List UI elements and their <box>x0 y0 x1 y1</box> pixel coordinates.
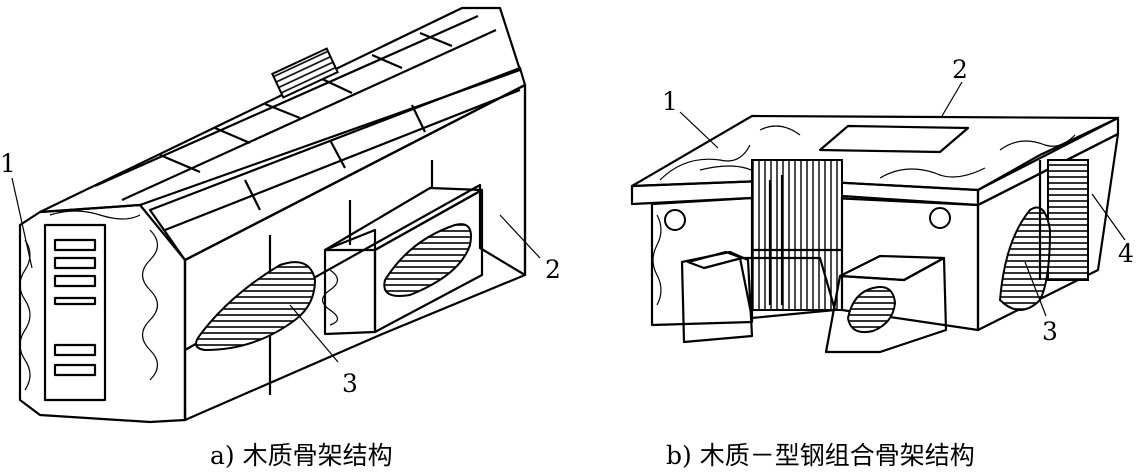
callout-b-3: 3 <box>1042 317 1058 346</box>
figure-a-top-vent <box>270 47 340 99</box>
callout-a-1: 1 <box>0 149 16 178</box>
figure-b-leaders <box>679 81 1126 317</box>
figure-b-core-rails <box>752 175 842 305</box>
figure-b-right-cutaway <box>998 206 1052 311</box>
figure-a-end-section <box>43 223 107 402</box>
figure-a-top-panels <box>94 14 497 202</box>
figure-a-slant-band <box>148 66 527 262</box>
figure-a-cutaway <box>195 261 317 352</box>
callout-a-2: 2 <box>545 255 561 284</box>
figure-b-right-duct-front <box>824 256 948 354</box>
figure-a-end-tubes <box>53 238 97 377</box>
figure-a-duct-hatch <box>383 223 472 297</box>
figure-a-band-lines <box>164 88 521 395</box>
caption-figure-a: a) 木质骨架结构 <box>210 441 393 470</box>
callout-a-3: 3 <box>342 369 358 398</box>
figure-b-composite-frame: 1 2 3 4 <box>630 55 1134 354</box>
figure-b-top-window <box>818 124 970 154</box>
figure-b-duct-hatch <box>846 286 897 334</box>
figure-a-wood-grain <box>19 210 159 391</box>
figure-a-duct-front <box>373 188 484 334</box>
figure-b-right-bolt <box>929 207 951 229</box>
figure-b-left-bolt <box>664 209 686 231</box>
callout-b-1: 1 <box>662 87 678 116</box>
caption-figure-b: b) 木质－型钢组合骨架结构 <box>666 441 975 470</box>
figure-a-leaders <box>11 177 541 363</box>
callout-b-4: 4 <box>1118 239 1134 268</box>
figure-a-left-end <box>18 203 187 424</box>
callout-b-2: 2 <box>952 55 968 84</box>
figure-a-wooden-frame: 1 2 3 <box>0 6 561 424</box>
figure-b-right-end <box>976 132 1120 332</box>
figure-b-pipe-bundle <box>1047 159 1089 281</box>
